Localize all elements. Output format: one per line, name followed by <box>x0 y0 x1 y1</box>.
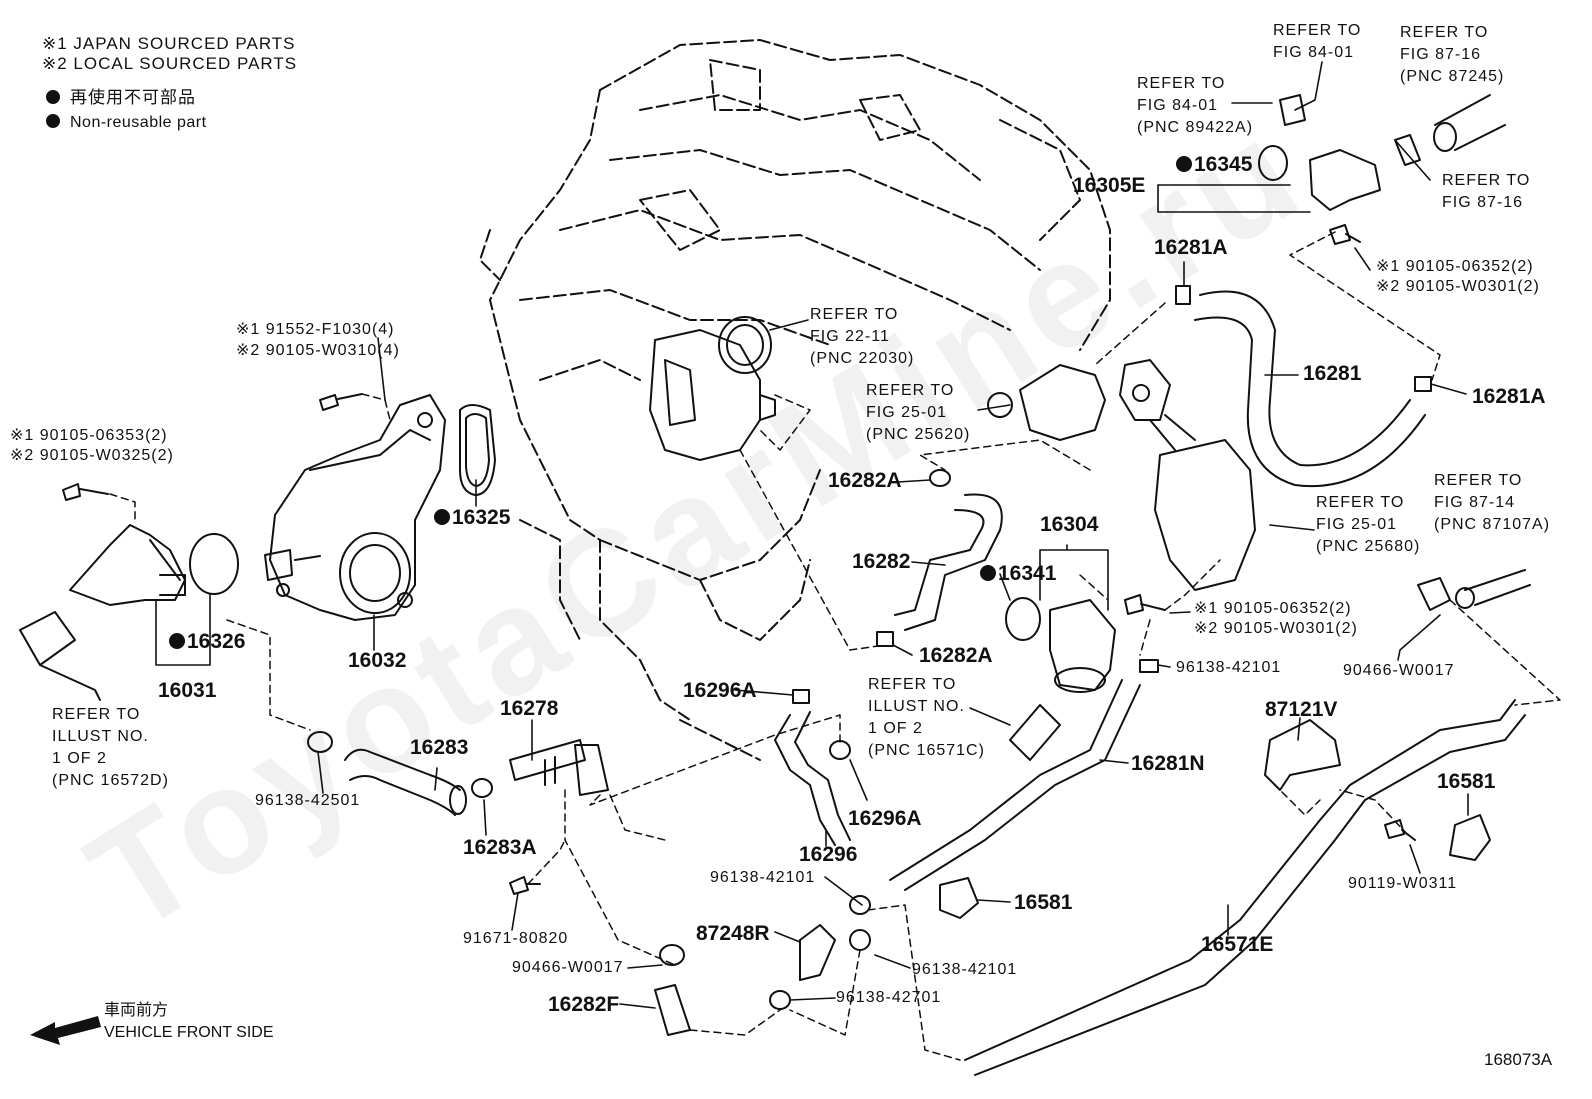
non-reusable-icon <box>169 633 185 649</box>
gasket-16341 <box>1005 597 1041 641</box>
clip-label-96138-42101-left[interactable]: 96138-42101 <box>710 869 816 886</box>
hose-16282F <box>654 984 691 1036</box>
legend-nonreusable-jp: 再使用不可部品 <box>46 88 196 108</box>
part-label-16031[interactable]: 16031 <box>158 679 217 702</box>
bolt-label-91552-f1030[interactable]: ※1 91552-F1030(4) <box>236 321 395 338</box>
ref-fig-84-01-left[interactable]: REFER TO FIG 84-01 (PNC 89422A) <box>1137 75 1254 136</box>
part-label-16281A-right[interactable]: 16281A <box>1472 385 1546 408</box>
clip-label-96138-42501[interactable]: 96138-42501 <box>255 792 361 809</box>
bolt-label-90105-w0301-top[interactable]: ※2 90105-W0301(2) <box>1376 278 1540 295</box>
thermostat-cover <box>69 524 186 606</box>
non-reusable-icon <box>1176 156 1192 172</box>
bolt-label-90105-06353[interactable]: ※1 90105-06353(2) <box>10 427 168 444</box>
vehicle-front-arrow <box>30 1016 101 1045</box>
part-label-16281[interactable]: 16281 <box>1303 362 1362 385</box>
water-inlet-housing <box>264 394 446 621</box>
fitting-87248R <box>799 924 836 981</box>
bolt-label-90119-w0311[interactable]: 90119-W0311 <box>1348 875 1458 892</box>
part-label-16278[interactable]: 16278 <box>500 697 559 720</box>
vehicle-front-en: VEHICLE FRONT SIDE <box>104 1024 274 1041</box>
water-bypass-joint <box>1309 149 1381 211</box>
vehicle-front-jp: 車両前方 <box>104 1002 169 1019</box>
hose-16281N <box>889 679 1141 891</box>
part-label-16281N[interactable]: 16281N <box>1131 752 1205 775</box>
bracket-87121V <box>1264 719 1341 791</box>
engine-outline <box>479 39 1111 761</box>
water-outlet-16304 <box>1049 599 1116 693</box>
ref-fig-87-14[interactable]: REFER TO FIG 87-14 (PNC 87107A) <box>1434 472 1551 533</box>
part-label-16571E[interactable]: 16571E <box>1201 933 1274 956</box>
gasket-16325 <box>459 404 496 496</box>
pipe-16278 <box>509 739 586 781</box>
egr-valve <box>1019 364 1106 441</box>
leader-lines <box>155 61 1469 1009</box>
ref-fig-25-01-right[interactable]: REFER TO FIG 25-01 (PNC 25680) <box>1316 494 1421 555</box>
hose-16281 <box>1194 290 1426 488</box>
part-number: 16326 <box>187 630 246 653</box>
part-label-16341[interactable]: 16341 <box>980 563 1056 584</box>
part-label-16032[interactable]: 16032 <box>348 649 407 672</box>
part-label-16345[interactable]: 16345 <box>1176 154 1252 175</box>
ref-illust-16571C[interactable]: REFER TO ILLUST NO. 1 OF 2 (PNC 16571C) <box>868 676 985 759</box>
ref-fig-25-01-left[interactable]: REFER TO FIG 25-01 (PNC 25620) <box>866 382 971 443</box>
ref-illust-16572D[interactable]: REFER TO ILLUST NO. 1 OF 2 (PNC 16572D) <box>52 706 169 789</box>
throttle-body <box>649 316 776 461</box>
part-label-87121V[interactable]: 87121V <box>1265 698 1338 721</box>
non-reusable-icon <box>980 565 996 581</box>
legend-nonreusable-en: Non-reusable part <box>46 113 207 133</box>
part-number: 16345 <box>1194 153 1253 176</box>
hose-16296 <box>774 711 851 846</box>
part-label-16305E[interactable]: 16305E <box>1073 174 1146 197</box>
pipe-16571E <box>964 699 1526 1076</box>
hose-16283 <box>344 748 461 816</box>
part-label-16282A-top[interactable]: 16282A <box>828 469 902 492</box>
part-label-16282F[interactable]: 16282F <box>548 993 620 1016</box>
legend-note-local: ※2 LOCAL SOURCED PARTS <box>42 54 298 73</box>
part-label-16325[interactable]: 16325 <box>434 507 510 528</box>
clip-label-90466-w0017-right[interactable]: 90466-W0017 <box>1343 662 1455 679</box>
bullet-icon <box>46 114 60 128</box>
ref-fig-84-01-top[interactable]: REFER TO FIG 84-01 <box>1273 22 1362 61</box>
part-number: 16341 <box>998 562 1057 585</box>
bolt-label-90105-06352-mid[interactable]: ※1 90105-06352(2) <box>1194 600 1352 617</box>
part-label-16283[interactable]: 16283 <box>410 736 469 759</box>
bolt-label-90105-06352-top[interactable]: ※1 90105-06352(2) <box>1376 258 1534 275</box>
legend-nonreusable-jp-text: 再使用不可部品 <box>70 88 196 107</box>
part-label-16581-center[interactable]: 16581 <box>1014 891 1073 914</box>
part-label-16282A-bottom[interactable]: 16282A <box>919 644 993 667</box>
part-label-16304[interactable]: 16304 <box>1040 513 1099 536</box>
bolt-label-90105-w0310[interactable]: ※2 90105-W0310(4) <box>236 342 400 359</box>
part-label-16282[interactable]: 16282 <box>852 550 911 573</box>
hose-16282 <box>894 493 1003 631</box>
part-label-16296[interactable]: 16296 <box>799 843 858 866</box>
vehicle-front-label: 車両前方 VEHICLE FRONT SIDE <box>104 1000 274 1044</box>
clip-label-90466-w0017-low[interactable]: 90466-W0017 <box>512 959 624 976</box>
thermostat-gasket <box>189 533 239 595</box>
bolt-label-90105-w0325[interactable]: ※2 90105-W0325(2) <box>10 447 174 464</box>
part-label-16326[interactable]: 16326 <box>169 631 245 652</box>
part-label-16296A-bottom[interactable]: 16296A <box>848 807 922 830</box>
bullet-icon <box>46 90 60 104</box>
bolt-label-90105-w0301-mid[interactable]: ※2 90105-W0301(2) <box>1194 620 1358 637</box>
legend-note-japan: ※1 JAPAN SOURCED PARTS <box>42 34 296 53</box>
egr-cooler <box>1119 359 1256 591</box>
part-label-87248R[interactable]: 87248R <box>696 922 770 945</box>
part-label-16296A-top[interactable]: 16296A <box>683 679 757 702</box>
clip-label-96138-42101-low[interactable]: 96138-42101 <box>912 961 1018 978</box>
clip-label-96138-42101-mid[interactable]: 96138-42101 <box>1176 659 1282 676</box>
figure-code: 168073A <box>1484 1050 1553 1069</box>
part-label-16581-right[interactable]: 16581 <box>1437 770 1496 793</box>
legend-nonreusable-en-text: Non-reusable part <box>70 114 207 131</box>
ref-fig-87-16-top[interactable]: REFER TO FIG 87-16 (PNC 87245) <box>1400 24 1505 85</box>
connection-lines <box>109 231 1561 1061</box>
ref-fig-22-11[interactable]: REFER TO FIG 22-11 (PNC 22030) <box>810 306 915 367</box>
part-label-16281A-top[interactable]: 16281A <box>1154 236 1228 259</box>
bolt-label-91671-80820[interactable]: 91671-80820 <box>463 930 569 947</box>
clip-label-96138-42701[interactable]: 96138-42701 <box>836 989 942 1006</box>
part-label-16283A[interactable]: 16283A <box>463 836 537 859</box>
part-number: 16325 <box>452 506 511 529</box>
non-reusable-icon <box>434 509 450 525</box>
ref-fig-87-16-right[interactable]: REFER TO FIG 87-16 <box>1442 172 1531 211</box>
